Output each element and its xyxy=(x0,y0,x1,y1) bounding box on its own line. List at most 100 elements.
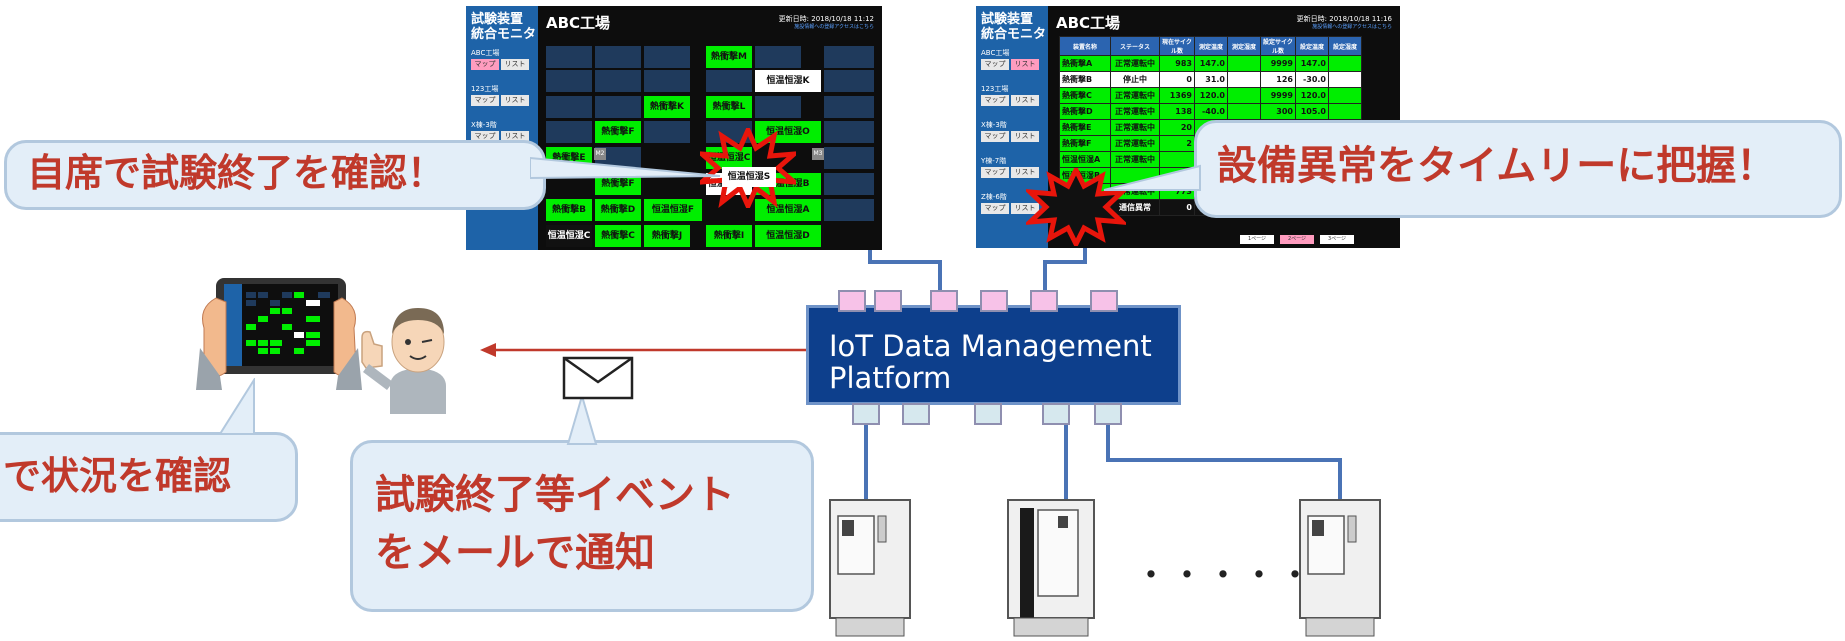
column-header[interactable]: 設定サイクル数 xyxy=(1260,36,1296,56)
list-button[interactable]: リスト xyxy=(1011,131,1039,142)
list-button[interactable]: リスト xyxy=(1011,167,1039,178)
platform-port-bottom xyxy=(1094,403,1122,425)
nav-group-label: ABC工場 xyxy=(471,49,500,57)
map-cell[interactable]: 熱衝撃D xyxy=(595,199,641,221)
map-cell[interactable]: 恒温恒湿K xyxy=(755,70,821,92)
table-cell xyxy=(1328,103,1362,120)
map-cell[interactable]: 恒温恒湿C xyxy=(706,147,752,169)
table-cell: 熱衝撃F xyxy=(1059,135,1111,152)
platform-port-bottom xyxy=(902,403,930,425)
map-cell[interactable]: 熱衝撃B xyxy=(546,199,592,221)
list-button[interactable]: リスト xyxy=(501,95,529,106)
table-header-row: 装置名称ステータス現在サイクル数測定温度測定湿度設定サイクル数設定温度設定湿度 xyxy=(1059,36,1362,56)
table-cell: 20 xyxy=(1159,119,1195,136)
map-slot-empty xyxy=(824,46,874,68)
page-title: ABC工場 xyxy=(546,14,611,32)
map-cell[interactable]: 熱衝撃C xyxy=(595,225,641,247)
facility-link[interactable]: 施設情報への登録アクセスはこちら xyxy=(1312,24,1392,30)
monitor2-link xyxy=(1043,246,1087,290)
map-slot-empty xyxy=(755,96,801,118)
list-button[interactable]: リスト xyxy=(501,59,529,70)
list-button[interactable]: リスト xyxy=(1011,59,1039,70)
map-button[interactable]: マップ xyxy=(981,59,1009,70)
table-cell: 正常運転中 xyxy=(1110,87,1160,104)
alert-starburst xyxy=(700,128,796,208)
nav-group: Z棟-6階マップリスト xyxy=(976,192,1048,214)
table-cell: 126 xyxy=(1260,71,1296,88)
table-cell: 105.0 xyxy=(1295,103,1329,120)
map-button[interactable]: マップ xyxy=(471,59,499,70)
map-cell[interactable]: 熱衝撃F xyxy=(595,173,641,195)
list-button[interactable]: リスト xyxy=(1011,95,1039,106)
map-cell[interactable]: 熱衝撃M xyxy=(706,46,752,68)
table-cell xyxy=(1227,87,1261,104)
callout-seat-pointer xyxy=(530,156,721,180)
table-cell: 熱衝撃D xyxy=(1059,103,1111,120)
app-title: 試験装置 統合モニタ xyxy=(981,12,1047,42)
platform-port-top xyxy=(874,290,902,312)
nav-group: ABC工場マップリスト xyxy=(976,48,1048,70)
map-button[interactable]: マップ xyxy=(471,131,499,142)
table-cell: 9999 xyxy=(1260,55,1296,72)
platform-port-top xyxy=(980,290,1008,312)
table-cell: 停止中 xyxy=(1110,71,1160,88)
map-cell[interactable]: 熱衝撃J xyxy=(644,225,690,247)
column-header[interactable]: ステータス xyxy=(1110,36,1160,56)
column-header[interactable]: 測定湿度 xyxy=(1227,36,1261,56)
map-button[interactable]: マップ xyxy=(981,167,1009,178)
map-slot-empty xyxy=(644,70,690,92)
table-cell: -40.0 xyxy=(1194,103,1228,120)
table-cell: 120.0 xyxy=(1295,87,1329,104)
platform-label-line: IoT Data Management xyxy=(829,329,1152,363)
column-header[interactable]: 設定温度 xyxy=(1295,36,1329,56)
map-cell[interactable]: 恒温恒湿C xyxy=(546,225,592,247)
map-cell[interactable]: 熱衝撃F xyxy=(595,121,641,143)
platform-port-bottom xyxy=(974,403,1002,425)
column-header[interactable]: 現在サイクル数 xyxy=(1159,36,1195,56)
map-cell[interactable]: 熱衝撃L xyxy=(706,96,752,118)
iot-platform-box: IoT Data Management Platform xyxy=(806,305,1181,405)
pager-button[interactable]: 2ページ xyxy=(1280,235,1314,244)
map-tag: M3 xyxy=(812,148,824,160)
map-slot-empty xyxy=(706,70,752,92)
map-button[interactable]: マップ xyxy=(471,95,499,106)
map-button[interactable]: マップ xyxy=(981,95,1009,106)
map-slot-empty xyxy=(595,96,641,118)
platform-label: IoT Data Management Platform xyxy=(829,330,1152,394)
map-cell[interactable]: 恒温恒湿A xyxy=(755,199,821,221)
table-cell: 138 xyxy=(1159,103,1195,120)
callout-anomaly-pointer xyxy=(1103,164,1201,191)
mail-envelope-icon xyxy=(562,356,634,400)
map-button[interactable]: マップ xyxy=(981,203,1009,214)
map-button[interactable]: マップ xyxy=(981,131,1009,142)
test-chamber-icon xyxy=(1299,499,1381,637)
column-header[interactable]: 設定湿度 xyxy=(1328,36,1362,56)
table-cell: 9999 xyxy=(1260,87,1296,104)
pager-button[interactable]: 3ページ xyxy=(1320,235,1354,244)
map-slot-empty xyxy=(546,70,592,92)
platform-port-top xyxy=(1030,290,1058,312)
platform-port-bottom xyxy=(1042,403,1070,425)
callout-text: 設備異常をタイムリーに把握！ xyxy=(1217,143,1777,189)
column-header[interactable]: 測定温度 xyxy=(1194,36,1228,56)
table-cell: -30.0 xyxy=(1295,71,1329,88)
column-header[interactable]: 装置名称 xyxy=(1059,36,1111,56)
nav-group: Y棟-7階マップリスト xyxy=(976,156,1048,178)
map-cell[interactable]: 熱衝撃I xyxy=(706,225,752,247)
nav-group: 123工場 マップリスト xyxy=(466,84,538,106)
map-cell[interactable]: 熱衝撃K xyxy=(644,96,690,118)
list-button[interactable]: リスト xyxy=(501,131,529,142)
nav-group-label: Z棟-6階 xyxy=(981,193,1007,201)
pager-button[interactable]: 1ページ xyxy=(1240,235,1274,244)
monitor-map-screen: 試験装置 統合モニタ ABC工場 マップリスト 123工場 マップリスト X棟-… xyxy=(466,6,882,250)
map-slot-empty xyxy=(824,96,874,118)
list-button[interactable]: リスト xyxy=(1011,203,1039,214)
facility-link[interactable]: 施設情報への登録アクセスはこちら xyxy=(794,24,874,30)
map-cell[interactable]: 恒温恒湿D xyxy=(755,225,821,247)
table-cell: 2 xyxy=(1159,135,1195,152)
map-cell[interactable]: 恒温恒湿F xyxy=(644,199,702,221)
